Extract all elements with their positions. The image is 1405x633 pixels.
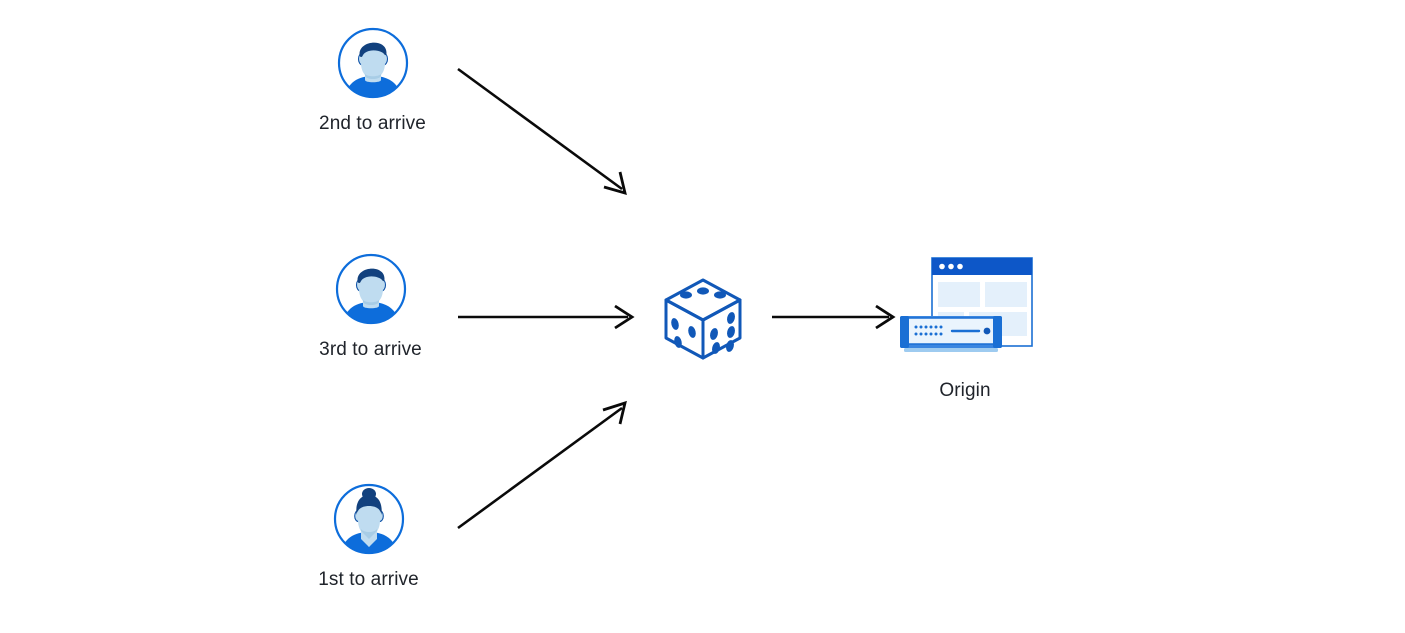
user-avatar-icon — [333, 251, 409, 327]
edge-3rd-to-dice — [458, 304, 635, 330]
edge-1st-to-dice — [457, 400, 627, 530]
node-label-user-1st: 1st to arrive — [318, 569, 419, 590]
edge-dice-to-origin — [772, 304, 896, 330]
server-device-shape — [900, 316, 1002, 352]
node-label-user-3rd: 3rd to arrive — [319, 339, 422, 360]
user-avatar-icon — [335, 25, 411, 101]
node-label-origin: Origin — [939, 380, 991, 401]
node-origin[interactable]: Origin — [885, 248, 1045, 402]
edge-2nd-to-dice — [457, 67, 627, 196]
node-user-1st[interactable]: 1st to arrive — [276, 481, 461, 591]
user-avatar-icon — [331, 481, 407, 557]
node-dice[interactable] — [645, 262, 760, 372]
node-user-2nd[interactable]: 2nd to arrive — [280, 25, 465, 135]
node-label-user-2nd: 2nd to arrive — [319, 113, 426, 134]
node-user-3rd[interactable]: 3rd to arrive — [278, 251, 463, 361]
dice-cube-icon — [648, 262, 758, 372]
origin-server-icon — [890, 248, 1040, 366]
